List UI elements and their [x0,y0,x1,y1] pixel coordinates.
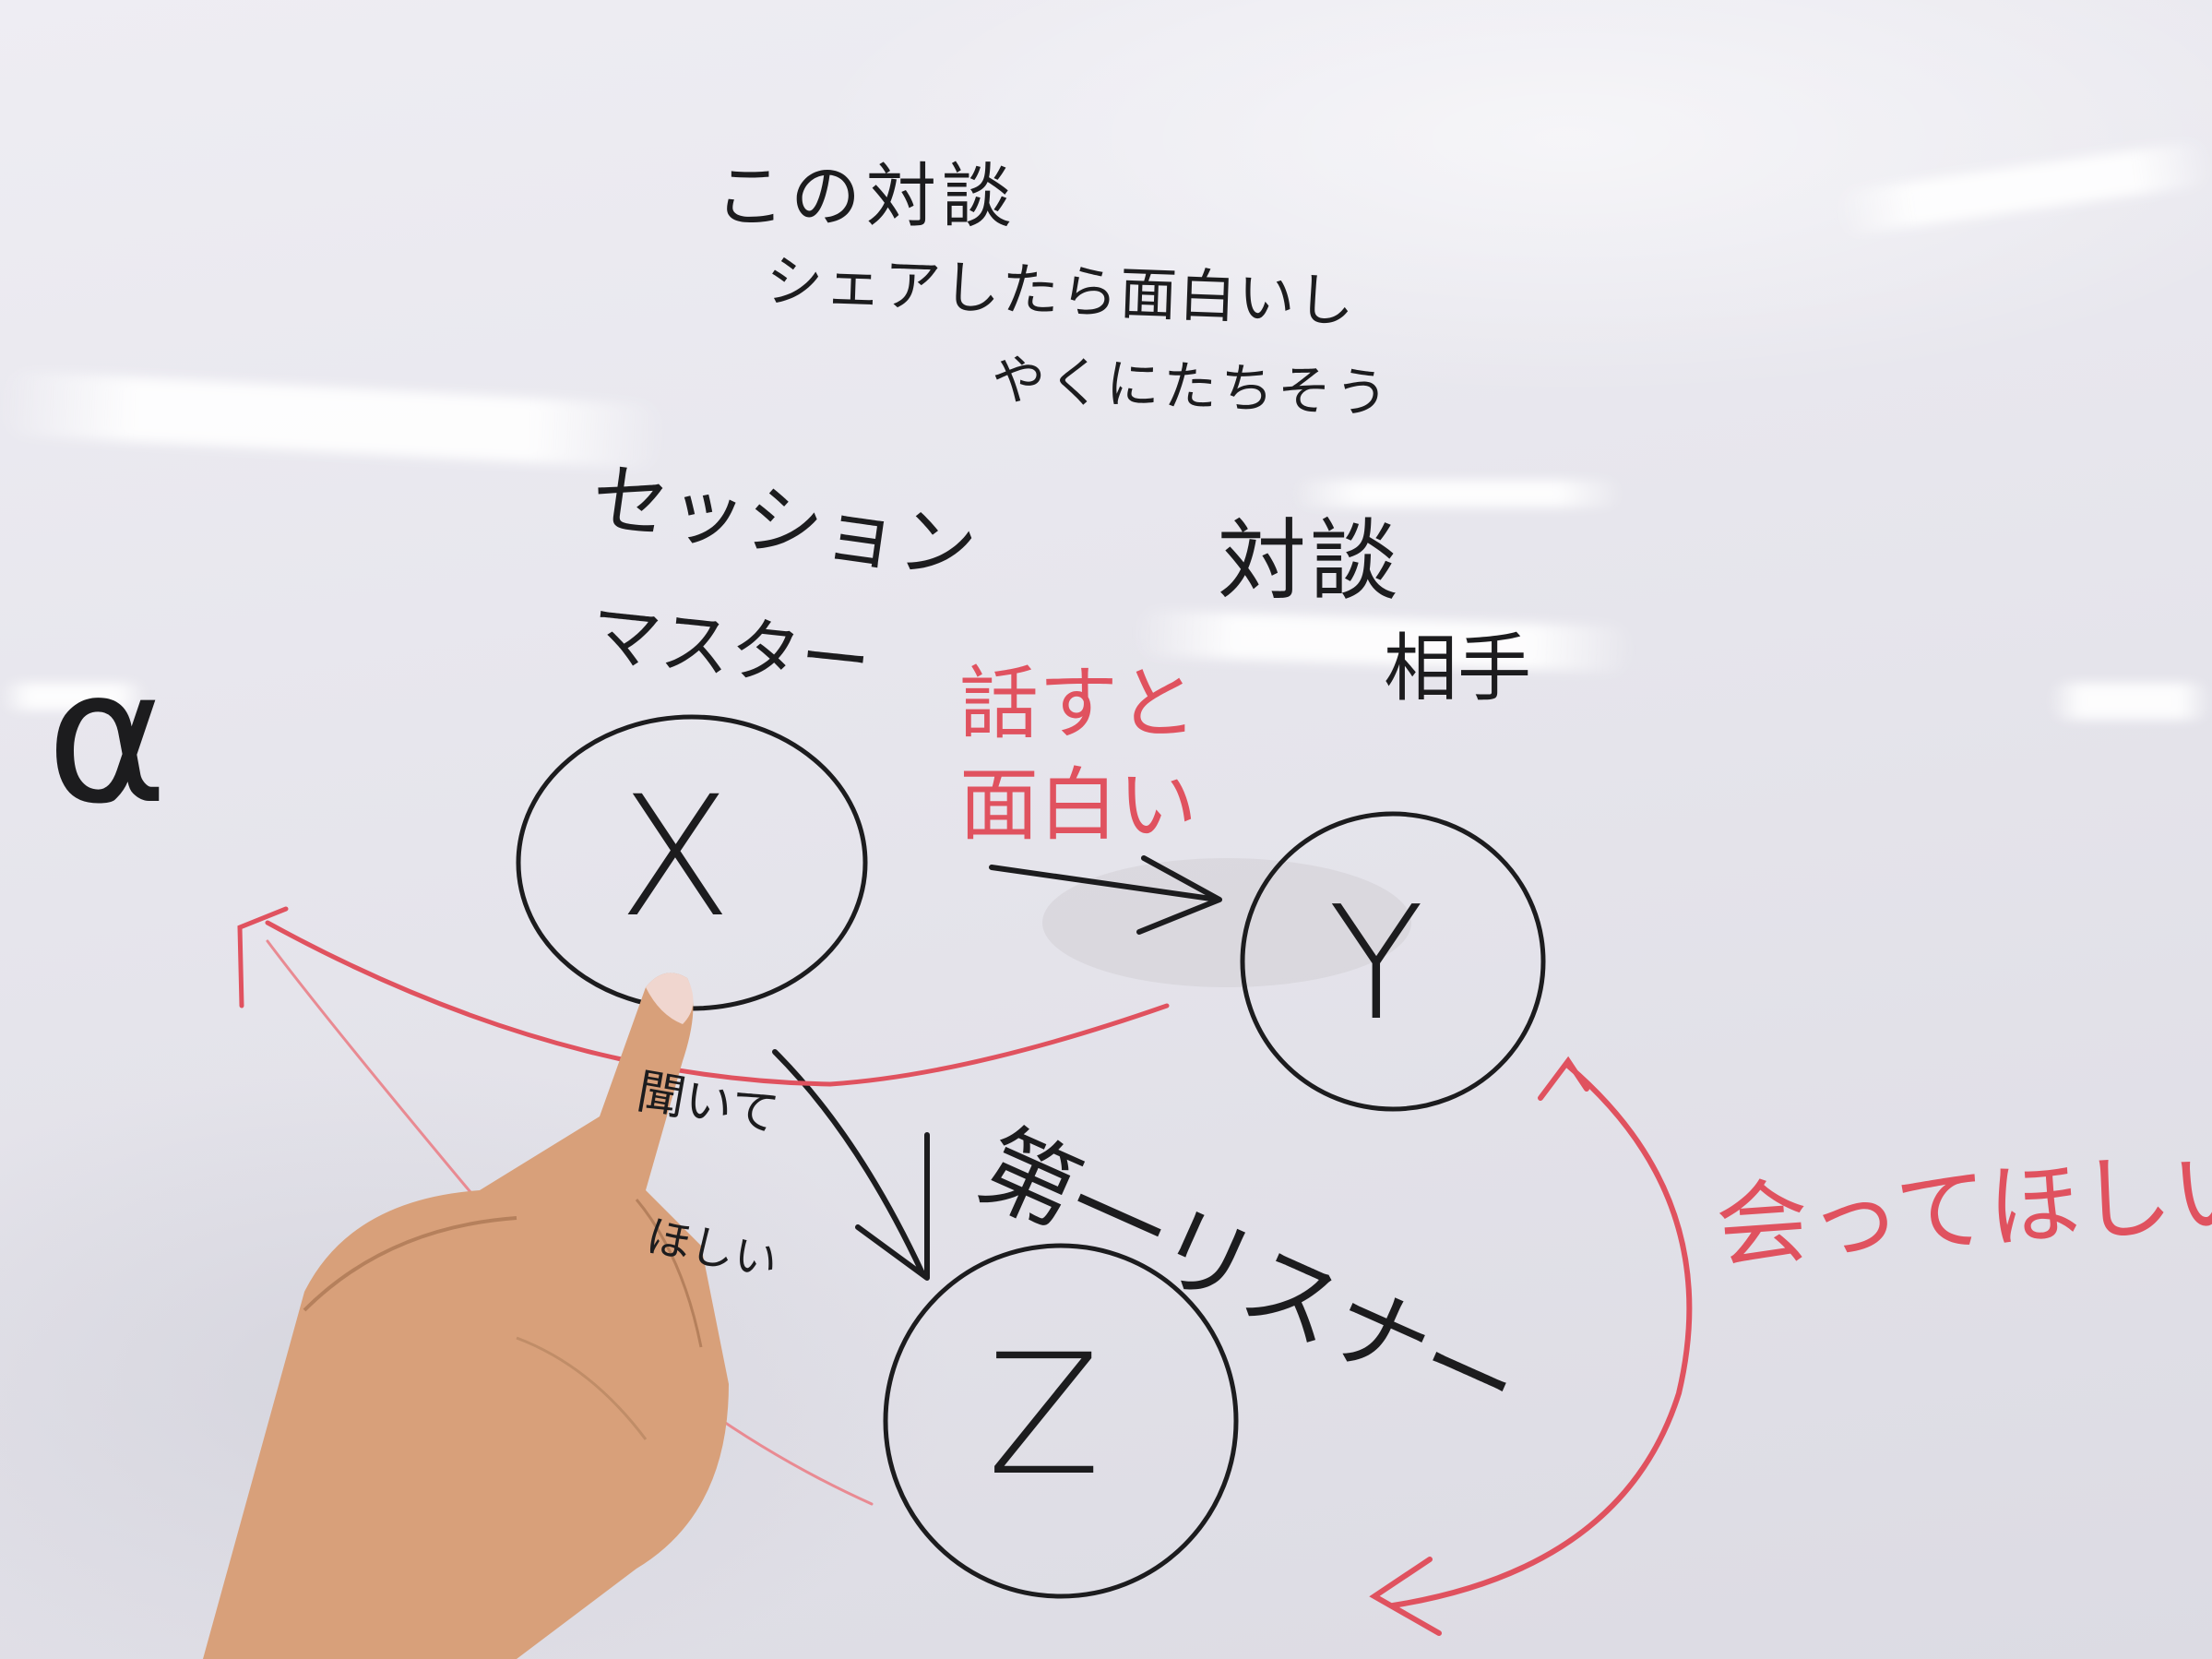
node-y-label: Y [1328,873,1424,1056]
red-double-arrow-y-z [1390,1063,1693,1608]
light-reflection [0,683,148,710]
partner-label-1: 対談 [1218,509,1402,613]
title-line-3: やくにたちそう [990,348,1394,425]
pointing-hand [203,973,729,1659]
node-x-label: X [618,761,732,954]
node-z-circle [883,1243,1239,1599]
partner-label-2: 相手 [1384,626,1531,711]
arrow-x-to-y-head [1136,855,1222,935]
talk-label-2: 面白い [959,759,1197,852]
red-arrow-head-alpha [237,906,289,1009]
light-reflection [2048,683,2212,720]
arrow-x-to-z-head [855,1132,930,1281]
title-line-1: この対談 [715,155,1017,237]
talk-label-1: 話すと [959,658,1197,750]
arrow-x-to-z [772,1049,925,1276]
red-double-arrow-head-top [1538,1056,1589,1101]
alpha-label: α [46,630,168,845]
arrow-x-to-y [989,865,1220,902]
node-z-label: Z [987,1319,1101,1512]
light-reflection [1291,480,1623,507]
red-double-arrow-head-bottom [1369,1557,1442,1636]
node-y-circle [1240,811,1546,1112]
red-arrow-y-to-alpha [265,920,1170,1087]
